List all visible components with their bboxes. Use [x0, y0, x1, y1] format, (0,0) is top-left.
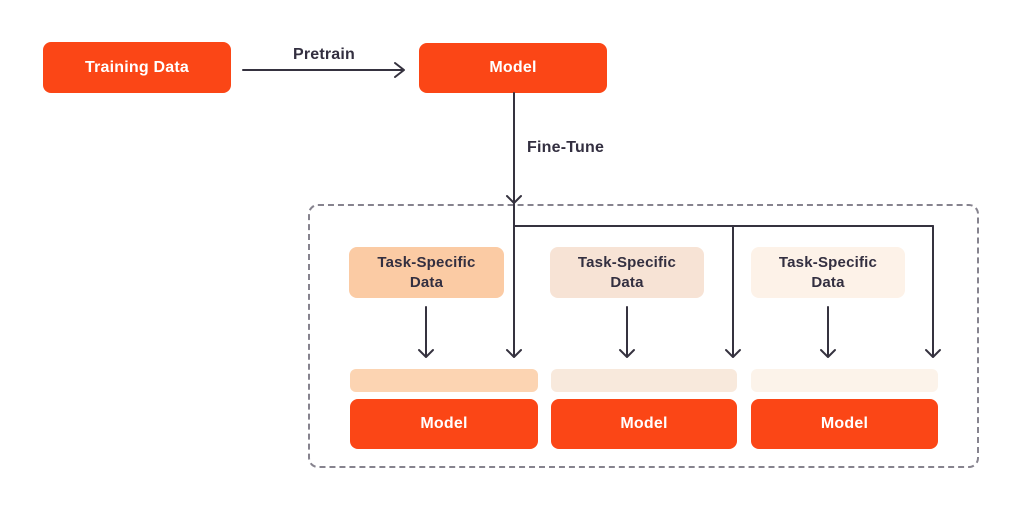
- pretrain-label: Pretrain: [292, 46, 356, 63]
- adapter-bar-2: [551, 369, 737, 392]
- finetuned-model-box-3: Model: [751, 399, 938, 449]
- finetune-label: Fine-Tune: [527, 139, 605, 156]
- task-data-box-1: Task-Specific Data: [349, 247, 504, 298]
- finetune-container: [308, 204, 979, 468]
- adapter-bar-3: [751, 369, 938, 392]
- task-data-box-3: Task-Specific Data: [751, 247, 905, 298]
- pretrained-model-box: Model: [419, 43, 607, 93]
- adapter-bar-1: [350, 369, 538, 392]
- pretrain-arrow: [242, 62, 405, 78]
- training-data-box: Training Data: [43, 42, 231, 93]
- task-data-box-2: Task-Specific Data: [550, 247, 704, 298]
- finetuned-model-box-1: Model: [350, 399, 538, 449]
- finetuned-model-box-2: Model: [551, 399, 737, 449]
